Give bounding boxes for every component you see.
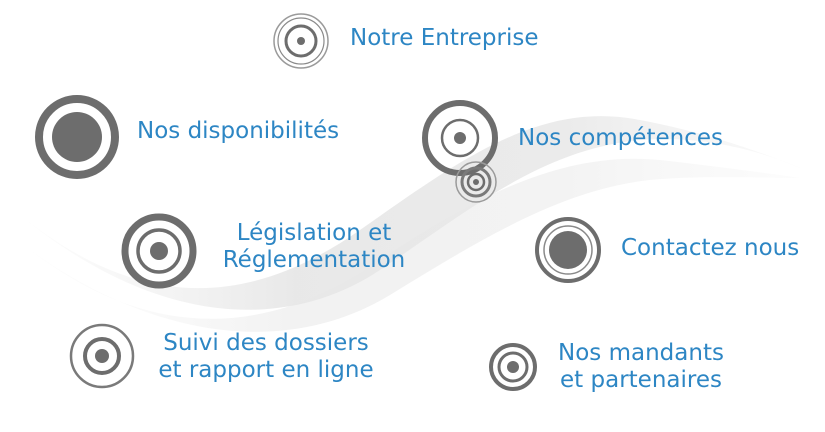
nav-label-line: Nos disponibilités (137, 118, 340, 144)
target-double-ring-icon (120, 212, 198, 290)
nav-item-legislation-reglementation[interactable]: Législation et Réglementation (120, 208, 420, 290)
nav-label: Contactez nous (621, 235, 799, 262)
nav-label: Législation et Réglementation (216, 220, 412, 274)
nav-label: Notre Entreprise (350, 25, 539, 52)
nav-label: Nos mandants et partenaires (546, 340, 736, 394)
nav-label-line: et partenaires (560, 367, 722, 393)
nav-item-contactez-nous[interactable]: Contactez nous (534, 216, 814, 286)
nav-item-suivi-dossiers[interactable]: Suivi des dossiers et rapport en ligne (68, 322, 388, 394)
target-disc-icon (534, 216, 602, 284)
nav-label: Nos compétences (518, 125, 723, 152)
nav-label-line: Nos compétences (518, 125, 723, 151)
nav-item-nos-competences[interactable]: Nos compétences (420, 98, 750, 208)
target-thin-ring-icon (68, 322, 136, 390)
nav-label: Nos disponibilités (137, 118, 339, 145)
nav-label-line: Contactez nous (621, 235, 800, 261)
nav-item-nos-mandants[interactable]: Nos mandants et partenaires (488, 338, 768, 404)
nav-label-line: Législation et (236, 220, 392, 246)
target-thin-icon (272, 12, 330, 70)
nav-label-line: et rapport en ligne (158, 357, 374, 383)
target-ring-icon (420, 98, 500, 178)
nav-label-line: Nos mandants (558, 340, 724, 366)
nav-item-nos-disponibilites[interactable]: Nos disponibilités (34, 94, 364, 180)
nav-label-line: Suivi des dossiers (163, 330, 369, 356)
nav-label-line: Réglementation (222, 247, 406, 273)
target-bold-icon (34, 94, 120, 180)
nav-label: Suivi des dossiers et rapport en ligne (154, 330, 378, 384)
target-small-icon (454, 160, 498, 204)
nav-label-line: Notre Entreprise (350, 25, 539, 51)
nav-item-notre-entreprise[interactable]: Notre Entreprise (272, 12, 562, 70)
target-multi-ring-icon (488, 342, 538, 392)
